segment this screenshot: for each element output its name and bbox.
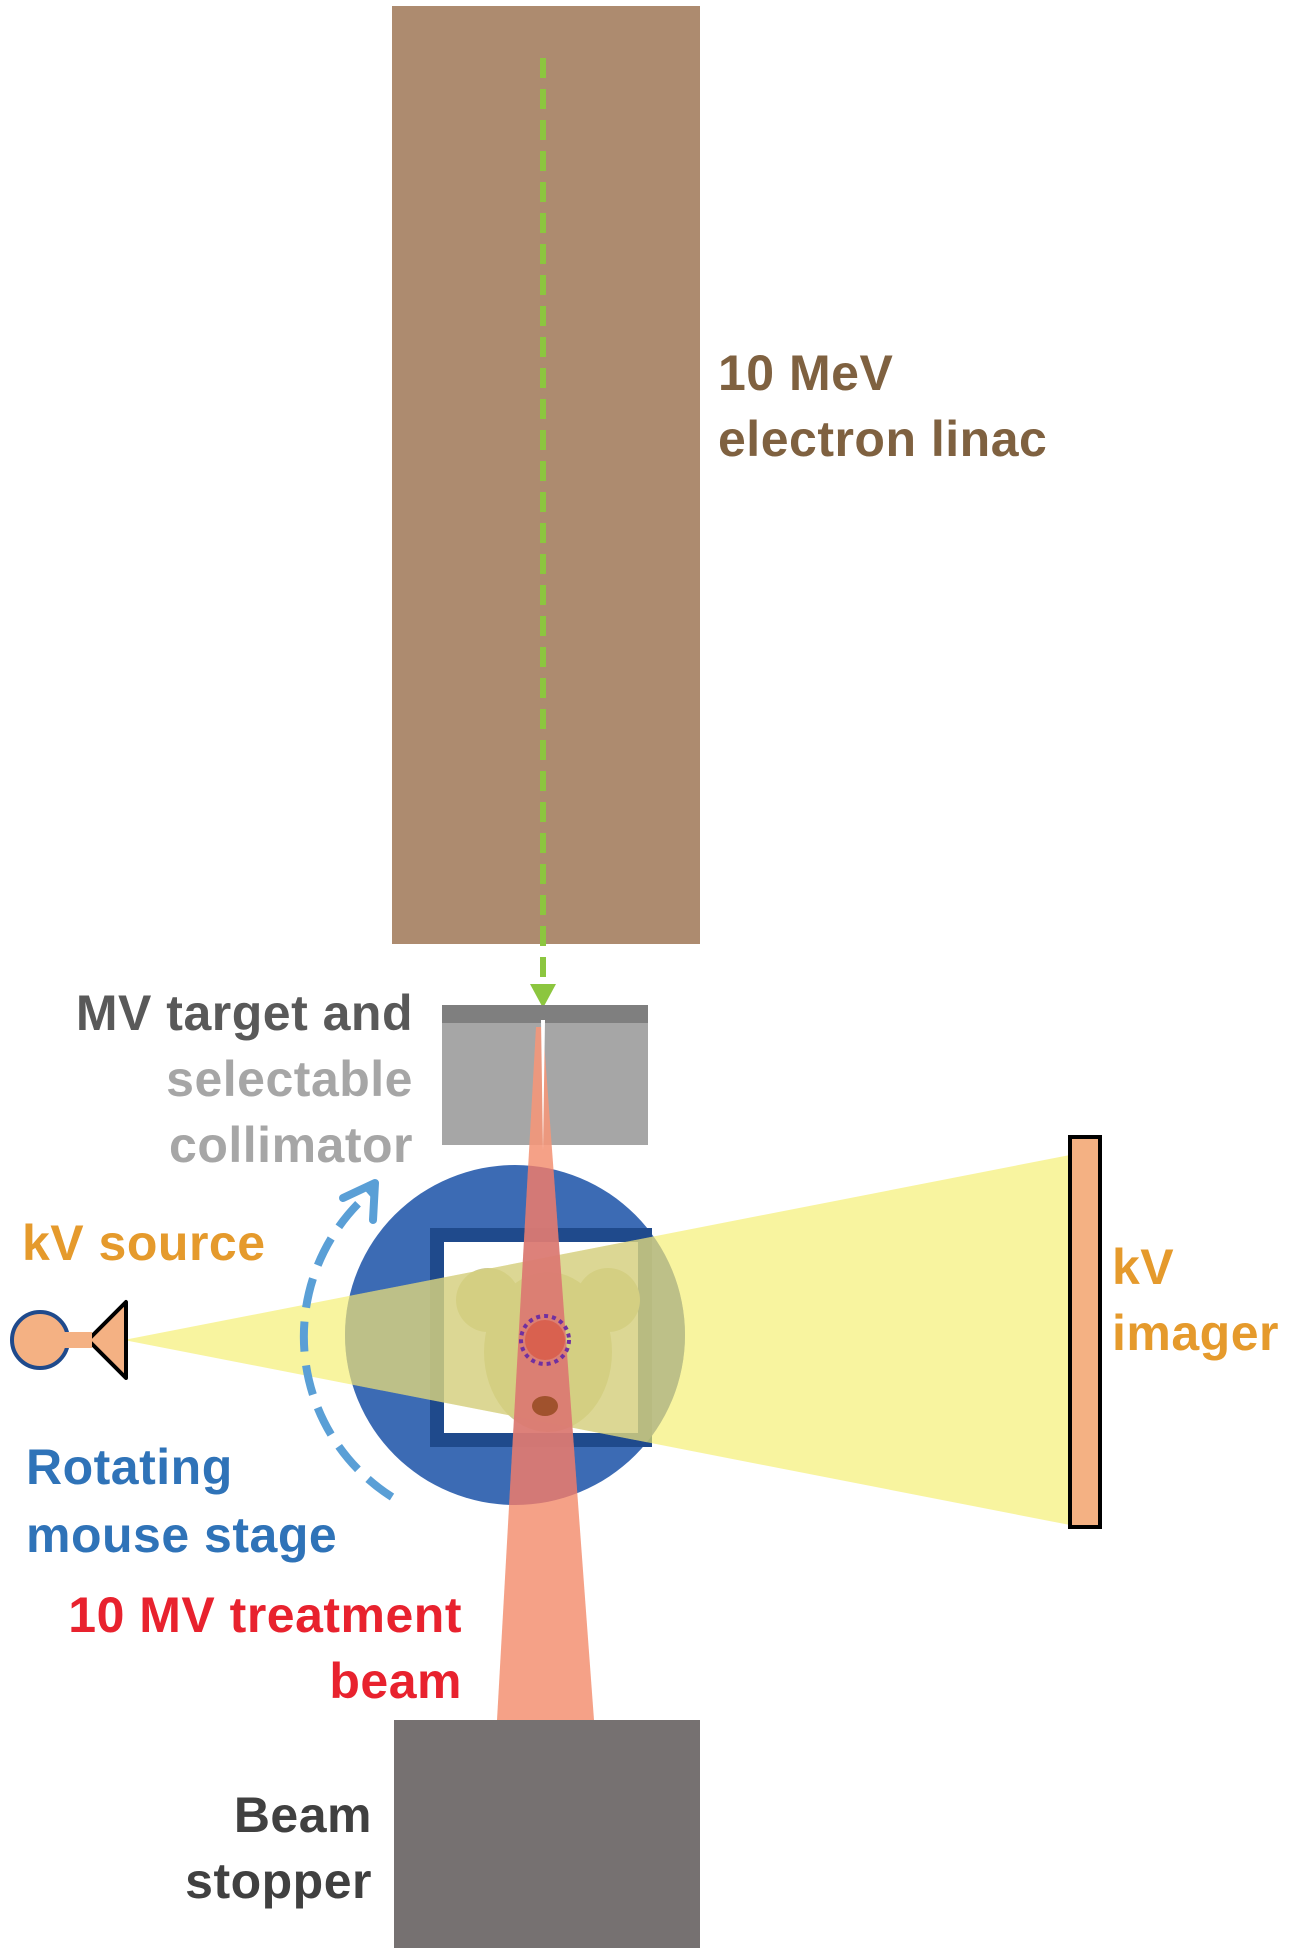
treatment-beam-on-stage <box>497 1165 594 1505</box>
kv-source-icon <box>10 1300 128 1380</box>
tumor-ring <box>519 1314 571 1366</box>
treatment-beam-core <box>541 1020 545 1150</box>
electron-beam-arrowhead <box>530 984 556 1008</box>
kv-imager <box>1068 1135 1102 1529</box>
label-selectable: selectable <box>166 1051 413 1107</box>
rotation-arrow <box>299 1186 395 1501</box>
mouse-organ <box>532 1396 558 1416</box>
kv-cone-stage-overlap <box>345 1165 685 1505</box>
label-kv-source: kV source <box>22 1215 266 1271</box>
label-stage-1: Rotating <box>26 1439 233 1495</box>
label-treatment-beam-2: beam <box>329 1653 462 1709</box>
label-kv-imager-2: imager <box>1112 1305 1279 1361</box>
label-beam-stopper-1: Beam <box>234 1787 372 1843</box>
beam-stopper <box>394 1720 700 1948</box>
treatment-beam-upper <box>497 1027 594 1720</box>
label-mv-target: MV target and <box>76 985 413 1041</box>
mv-target-plate <box>442 1005 648 1023</box>
label-linac-energy: 10 MeV <box>718 345 893 401</box>
label-collimator: collimator <box>169 1117 413 1173</box>
target-tumor <box>525 1320 565 1360</box>
rotation-arrowhead <box>339 1179 379 1224</box>
label-beam-stopper-2: stopper <box>185 1853 372 1909</box>
label-kv-imager-1: kV <box>1112 1239 1174 1295</box>
label-linac-type: electron linac <box>718 411 1047 467</box>
label-stage-2: mouse stage <box>26 1507 337 1563</box>
label-treatment-beam-1: 10 MV treatment <box>68 1587 462 1643</box>
